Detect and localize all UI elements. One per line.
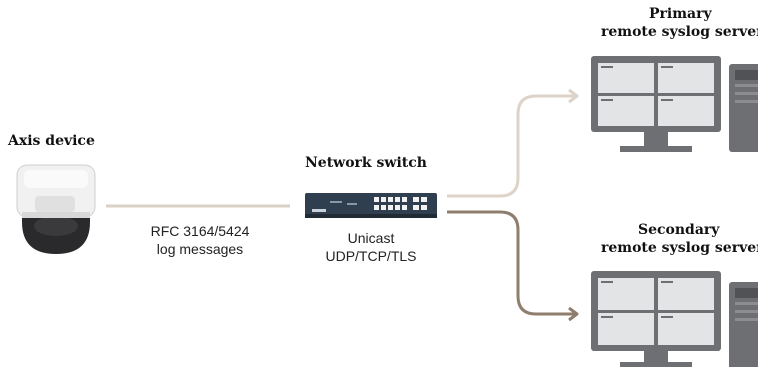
primary-label-line1: Primary: [649, 6, 712, 22]
secondary-label-line1: Secondary: [638, 222, 720, 238]
transport-label: Unicast UDP/TCP/TLS: [318, 229, 424, 265]
arrowhead-secondary: [568, 306, 579, 322]
messages-label-line1: RFC 3164/5424: [150, 223, 250, 239]
arrowhead-primary: [568, 88, 579, 104]
secondary-label-line2: remote syslog server: [601, 240, 758, 256]
primary-label-line2: remote syslog server: [601, 24, 758, 40]
camera-icon: [16, 164, 96, 254]
transport-label-line1: Unicast: [347, 230, 395, 246]
network-switch-label: Network switch: [305, 155, 427, 171]
arrow-to-primary: [447, 94, 575, 198]
switch-icon: [305, 193, 437, 218]
server-icon: [591, 271, 758, 367]
messages-label: RFC 3164/5424 log messages: [140, 222, 260, 258]
arrow-to-secondary: [447, 210, 575, 316]
messages-label-line2: log messages: [156, 241, 244, 257]
transport-label-line2: UDP/TCP/TLS: [325, 248, 417, 264]
axis-device-label: Axis device: [8, 133, 95, 149]
server-icon: [591, 56, 758, 152]
